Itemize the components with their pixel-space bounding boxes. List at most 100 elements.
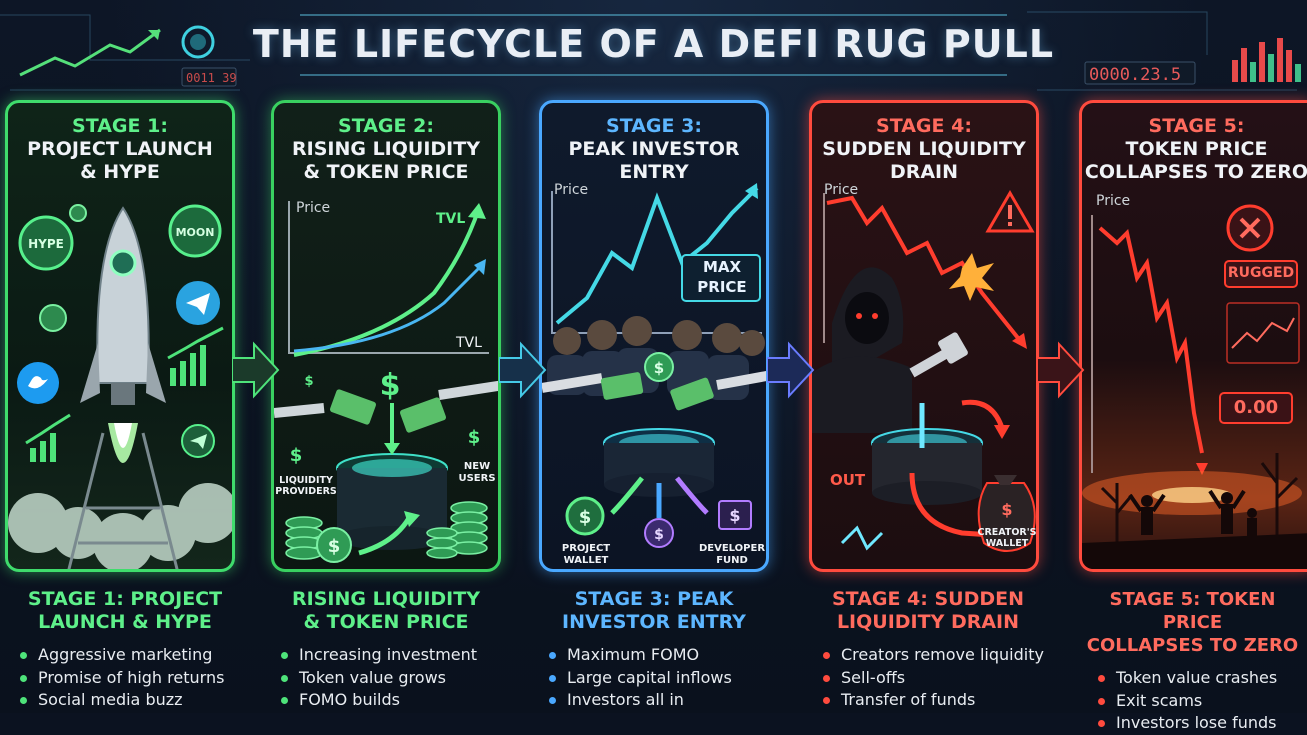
stage-1-panel: HYPE MOON [5, 100, 235, 572]
moon-badge-icon [168, 204, 222, 258]
list-item: Aggressive marketing [20, 644, 250, 667]
money-bag-icon [977, 475, 1036, 552]
list-item: Promise of high returns [20, 667, 250, 690]
telegram-icon-small [181, 424, 215, 458]
max-price-label: MAX PRICE [697, 258, 747, 296]
list-item: FOMO builds [281, 689, 511, 712]
growth-chart-icon [167, 326, 224, 386]
left-counter: 0011 39 [186, 71, 237, 85]
stage-5-panel: STAGE 5: TOKEN PRICE COLLAPSES TO ZERO P… [1079, 100, 1307, 572]
svg-text:$: $ [579, 507, 592, 528]
peak-entry-illustration: $ $ $ $ [542, 183, 766, 548]
list-item: Social media buzz [20, 689, 250, 712]
stage-2-panel: $ $ $ $ $ STAGE 2: RISING LI [271, 100, 501, 572]
stage-3-label: STAGE 3: [606, 115, 702, 137]
stage-4-price-axis-label: Price [824, 182, 859, 198]
stage-2-price-axis-label: Price [296, 200, 331, 216]
stage-2-caption-title: RISING LIQUIDITY & TOKEN PRICE [292, 588, 480, 633]
stage-4-label: STAGE 4: [876, 115, 972, 137]
list-item: Large capital inflows [549, 667, 779, 690]
svg-text:$: $ [1001, 500, 1012, 519]
cash-left-icon [274, 389, 376, 425]
list-item: Sell-offs [823, 667, 1053, 690]
project-wallet-label: PROJECT WALLET [561, 543, 611, 566]
hype-badge-icon [18, 215, 74, 271]
stage-4-bullets: Creators remove liquidity Sell-offs Tran… [803, 644, 1053, 712]
svg-text:HYPE: HYPE [28, 237, 64, 251]
stage-5-bullets: Token value crashes Exit scams Investors… [1078, 667, 1307, 735]
list-item: Increasing investment [281, 644, 511, 667]
arrow-stage-1-to-2 [232, 341, 280, 399]
price-collapse-illustration [1082, 204, 1307, 569]
stage-2-tvl-top-label: TVL [436, 211, 466, 227]
stage-1-label: STAGE 1: [72, 115, 168, 137]
stage-3-caption-title: STAGE 3: PEAK INVESTOR ENTRY [562, 588, 746, 633]
arrow-stage-3-to-4 [767, 341, 815, 399]
stage-2-tvl-bottom-label: TVL [456, 335, 482, 351]
list-item: Token value crashes [1098, 667, 1307, 690]
list-item: Transfer of funds [823, 689, 1053, 712]
stage-5-price-axis-label: Price [1096, 193, 1131, 209]
stage-2-header: STAGE 2: RISING LIQUIDITY & TOKEN PRICE [274, 115, 498, 184]
twitter-icon [17, 362, 59, 404]
uptrend-line-icon [19, 28, 161, 77]
stage-3-caption: STAGE 3: PEAK INVESTOR ENTRY Maximum FOM… [529, 588, 779, 712]
creators-wallet-label: CREATOR'S WALLET [977, 527, 1037, 549]
page-title: THE LIFECYCLE OF A DEFI RUG PULL [252, 22, 1055, 66]
stage-5-header: STAGE 5: TOKEN PRICE COLLAPSES TO ZERO [1082, 115, 1307, 184]
svg-text:$: $ [654, 527, 664, 543]
svg-text:MOON: MOON [176, 226, 215, 239]
hooded-figure-icon [812, 267, 912, 433]
stage-1-title-line1: PROJECT LAUNCH [27, 138, 213, 160]
telegram-icon [176, 281, 220, 325]
top-decoration-right: 0000.23.5 [1027, 11, 1301, 91]
list-item: Maximum FOMO [549, 644, 779, 667]
svg-text:$: $ [328, 536, 341, 557]
stage-5-title-line1: TOKEN PRICE [1125, 138, 1268, 160]
stage-3-title-line1: PEAK INVESTOR ENTRY [568, 138, 740, 183]
svg-text:$: $ [290, 445, 303, 466]
title-frame [300, 14, 1007, 76]
arrow-stage-2-to-3 [499, 341, 547, 399]
new-users-label: NEW USERS [458, 461, 496, 484]
list-item: Investors all in [549, 689, 779, 712]
stage-2-caption: RISING LIQUIDITY & TOKEN PRICE Increasin… [261, 588, 511, 712]
svg-text:$: $ [380, 368, 401, 403]
stage-1-header: STAGE 1: PROJECT LAUNCH & HYPE [8, 115, 232, 184]
list-item: Token value grows [281, 667, 511, 690]
stage-1-bullets: Aggressive marketing Promise of high ret… [0, 644, 250, 712]
stage-2-title-line1: RISING LIQUIDITY [292, 138, 480, 160]
stage-1-caption-title: STAGE 1: PROJECT LAUNCH & HYPE [27, 588, 223, 633]
list-item: Creators remove liquidity [823, 644, 1053, 667]
stage-3-bullets: Maximum FOMO Large capital inflows Inves… [529, 644, 779, 712]
stage-4-title-line1: SUDDEN LIQUIDITY [822, 138, 1026, 160]
svg-text:$: $ [304, 374, 313, 389]
stage-2-title-line2: & TOKEN PRICE [303, 161, 469, 183]
stage-3-price-axis-label: Price [554, 182, 589, 198]
stage-2-bullets: Increasing investment Token value grows … [261, 644, 511, 712]
stage-1-caption: STAGE 1: PROJECT LAUNCH & HYPE Aggressiv… [0, 588, 250, 712]
stage-5-title-line2: COLLAPSES TO ZERO [1084, 161, 1307, 183]
stage-4-title-line2: DRAIN [889, 161, 959, 183]
liquidity-drain-illustration: $ [812, 190, 1036, 552]
stage-3-header: STAGE 3: PEAK INVESTOR ENTRY [542, 115, 766, 184]
stage-4-header: STAGE 4: SUDDEN LIQUIDITY DRAIN [812, 115, 1036, 184]
growth-chart-icon-small [25, 413, 71, 462]
svg-text:$: $ [654, 359, 664, 377]
stage-3-panel: $ $ $ $ STAGE 3: PEAK INVESTOR ENTRY Pri… [539, 100, 769, 572]
rising-liquidity-illustration: $ $ $ $ $ [274, 201, 498, 563]
rocket-launch-illustration: HYPE MOON [8, 204, 232, 569]
warning-icon [985, 190, 1035, 233]
bar-chart-icon [1232, 38, 1301, 82]
stage-2-label: STAGE 2: [338, 115, 434, 137]
zero-price-value: 0.00 [1233, 397, 1279, 418]
right-counter: 0000.23.5 [1089, 65, 1181, 85]
svg-text:$: $ [729, 506, 740, 525]
stage-1-title-line2: & HYPE [80, 161, 160, 183]
list-item: Investors lose funds [1098, 712, 1307, 735]
rugged-badge: RUGGED [1227, 265, 1295, 281]
developer-fund-label: DEVELOPER FUND [698, 543, 766, 566]
top-decoration-left: 0011 39 [0, 14, 250, 91]
stage-4-panel: $ STAGE 4: SUDDEN LIQUIDITY DRAIN Price … [809, 100, 1039, 572]
stage-4-caption-title: STAGE 4: SUDDEN LIQUIDITY DRAIN [831, 588, 1025, 633]
